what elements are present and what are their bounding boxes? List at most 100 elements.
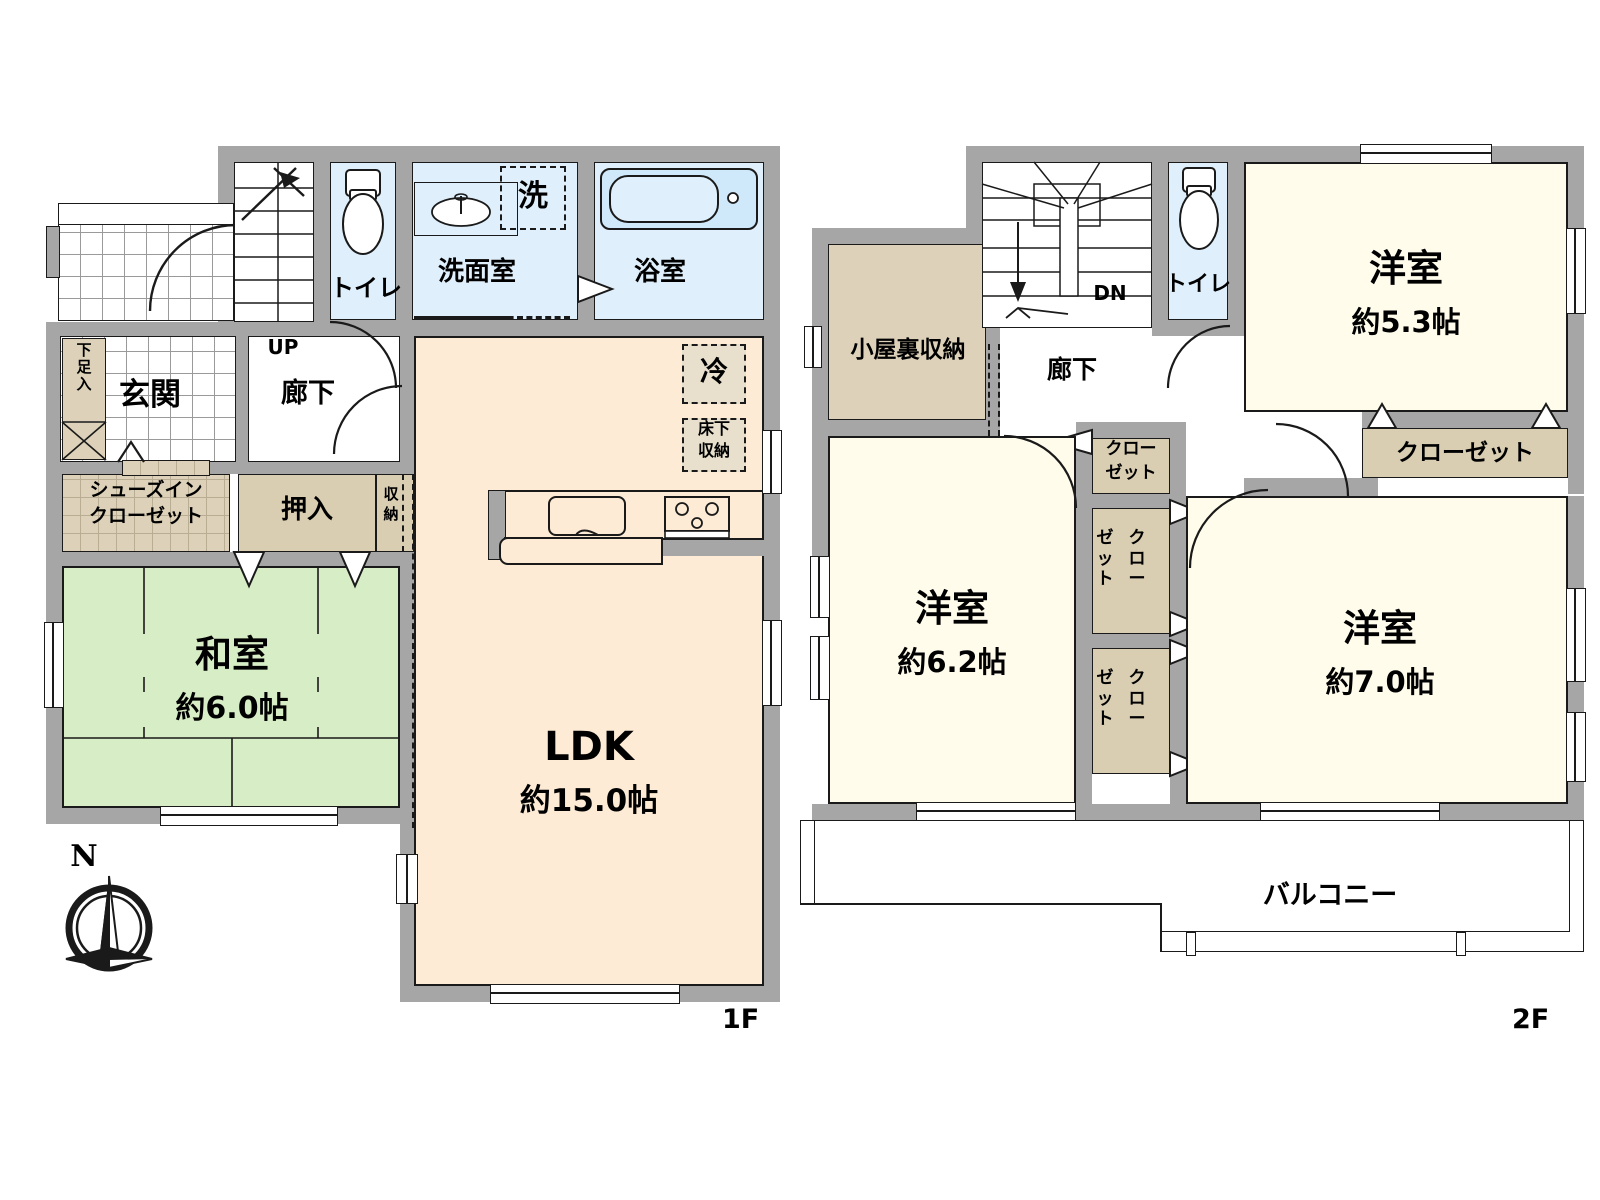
shoes-in-closet-label-l2: クローゼット xyxy=(88,505,203,527)
bathtub-icon xyxy=(600,168,758,230)
wall-segment xyxy=(314,146,330,336)
closet-mid-b-l2: クロー xyxy=(1128,668,1146,730)
compass-north-label: N xyxy=(70,839,98,874)
fusuma-arrow-icons xyxy=(232,551,372,589)
rouka-ldk-door-swing xyxy=(332,384,403,455)
window-mullion xyxy=(916,810,1076,812)
wall-segment xyxy=(46,322,234,338)
hallway-door-swing xyxy=(1275,422,1350,497)
wall-segment xyxy=(234,322,248,462)
wall-segment xyxy=(1152,146,1168,336)
balcony-notch-line xyxy=(800,903,1162,905)
counter-front-edge xyxy=(499,537,663,565)
wall-segment xyxy=(1076,494,1186,508)
yoshitsu-53-size-label: 約5.3帖 xyxy=(1351,305,1461,339)
stair-dn-label: DN xyxy=(1093,281,1127,305)
fridge-label: 冷 xyxy=(699,355,728,388)
genkan-label: 玄関 xyxy=(119,377,181,413)
toilet-fixture-icon xyxy=(342,169,384,255)
koyaura-shuno-label: 小屋裏収納 xyxy=(850,337,966,363)
closet-mid-a-l2: クロー xyxy=(1128,528,1146,590)
door-sill xyxy=(414,316,510,319)
closet-hallway xyxy=(1092,438,1170,494)
yoshitsu-62-size-label: 約6.2帖 xyxy=(897,645,1007,679)
window-mullion xyxy=(818,556,820,618)
room-shuno xyxy=(376,474,414,552)
floor-plan-2f: 小屋裏収納 DN トイレ 廊下 洋室 約5.3帖 xyxy=(790,0,1600,1060)
washer-label: 洗 xyxy=(518,179,548,214)
wall-segment xyxy=(46,460,414,474)
toilet-2f-door-swing xyxy=(1166,324,1231,389)
window-washitsu-bottom xyxy=(160,806,338,826)
wall-segment xyxy=(400,336,414,462)
floor-1f-label: 1F xyxy=(722,1004,760,1035)
wall-segment xyxy=(46,552,414,566)
shoes-in-closet-label-l1: シューズイン xyxy=(89,479,203,501)
closet-hallway-label-l2: ゼット xyxy=(1105,463,1157,483)
window-yo70-right-b xyxy=(1566,712,1586,782)
yoshitsu-62-door-swing xyxy=(1003,434,1078,509)
yoshitsu-53-label: 洋室 xyxy=(1369,247,1443,290)
step-arrow-icon xyxy=(117,439,145,463)
window-yo70-bottom xyxy=(1260,802,1440,822)
wall-segment xyxy=(400,822,414,1000)
porch-tile xyxy=(58,224,234,321)
underfloor-storage xyxy=(682,418,746,472)
balcony-rail-left xyxy=(1186,932,1196,956)
room-yoshitsu-53 xyxy=(1244,162,1568,412)
wall-segment xyxy=(578,146,594,336)
yoshitsu-70-label: 洋室 xyxy=(1343,607,1417,650)
window-mullion xyxy=(1574,228,1576,314)
window-ldk-right-b xyxy=(762,620,782,706)
tatami-lines xyxy=(62,566,400,808)
room-rouka-2f xyxy=(1000,328,1152,420)
toilet-2f-label: トイレ xyxy=(1164,272,1231,297)
window-yo53-right xyxy=(1566,228,1586,314)
compass-rose xyxy=(65,875,153,972)
washitsu-label: 和室 xyxy=(132,633,332,677)
rouka-label: 廊下 xyxy=(281,378,335,409)
staircase-treads-2f xyxy=(981,161,1153,319)
ldk-label: LDK xyxy=(544,724,634,770)
getabako xyxy=(62,338,106,460)
wall-segment xyxy=(1244,478,1378,496)
room-koyaura-shuno xyxy=(828,244,986,420)
balcony-rail-right xyxy=(1456,932,1466,956)
wall-segment xyxy=(1076,422,1186,438)
wall-segment xyxy=(396,146,412,336)
staircase-treads-1f xyxy=(234,162,314,322)
floor-plan-1f: 玄関 下 足 入 廊下 UP トイレ xyxy=(0,0,800,1060)
wall-segment xyxy=(46,226,60,278)
koyaura-dashed-edge2 xyxy=(998,344,1000,436)
getabako-cross-icon xyxy=(61,421,107,461)
underfloor-storage-l1: 床下 xyxy=(697,419,730,438)
shuno-dashed-edge xyxy=(402,474,404,552)
rouka-2f-label: 廊下 xyxy=(1046,355,1097,384)
wall-segment xyxy=(812,228,982,244)
window-mullion xyxy=(812,326,814,368)
window-mullion xyxy=(1574,712,1576,782)
window-mullion xyxy=(770,620,772,706)
window-yo62-left-a xyxy=(810,556,830,618)
closet-right-label: クローゼット xyxy=(1396,440,1534,466)
kitchen-divider-wall xyxy=(660,540,764,556)
wall-segment xyxy=(1362,412,1584,428)
bath-door-icon xyxy=(577,274,615,304)
sink-icon xyxy=(548,496,626,536)
ldk-open-boundary xyxy=(412,474,414,828)
room-oshiire xyxy=(238,474,376,552)
window-yo53-top xyxy=(1360,144,1492,164)
window-mullion xyxy=(1574,588,1576,682)
window-yo62-left-b xyxy=(810,636,830,700)
window-mullion xyxy=(160,814,338,816)
sic-connector xyxy=(122,460,210,476)
room-shoes-in-closet xyxy=(62,474,230,552)
closet-mid-a xyxy=(1092,508,1170,634)
window-washitsu-left xyxy=(44,622,64,708)
wall-segment xyxy=(1228,146,1244,336)
fridge-space xyxy=(682,344,746,404)
closet-mid-a-l1: ゼット xyxy=(1096,528,1114,590)
underfloor-storage-l2: 収納 xyxy=(697,441,730,460)
room-yoshitsu-62 xyxy=(828,436,1076,804)
washer-space xyxy=(500,166,566,230)
